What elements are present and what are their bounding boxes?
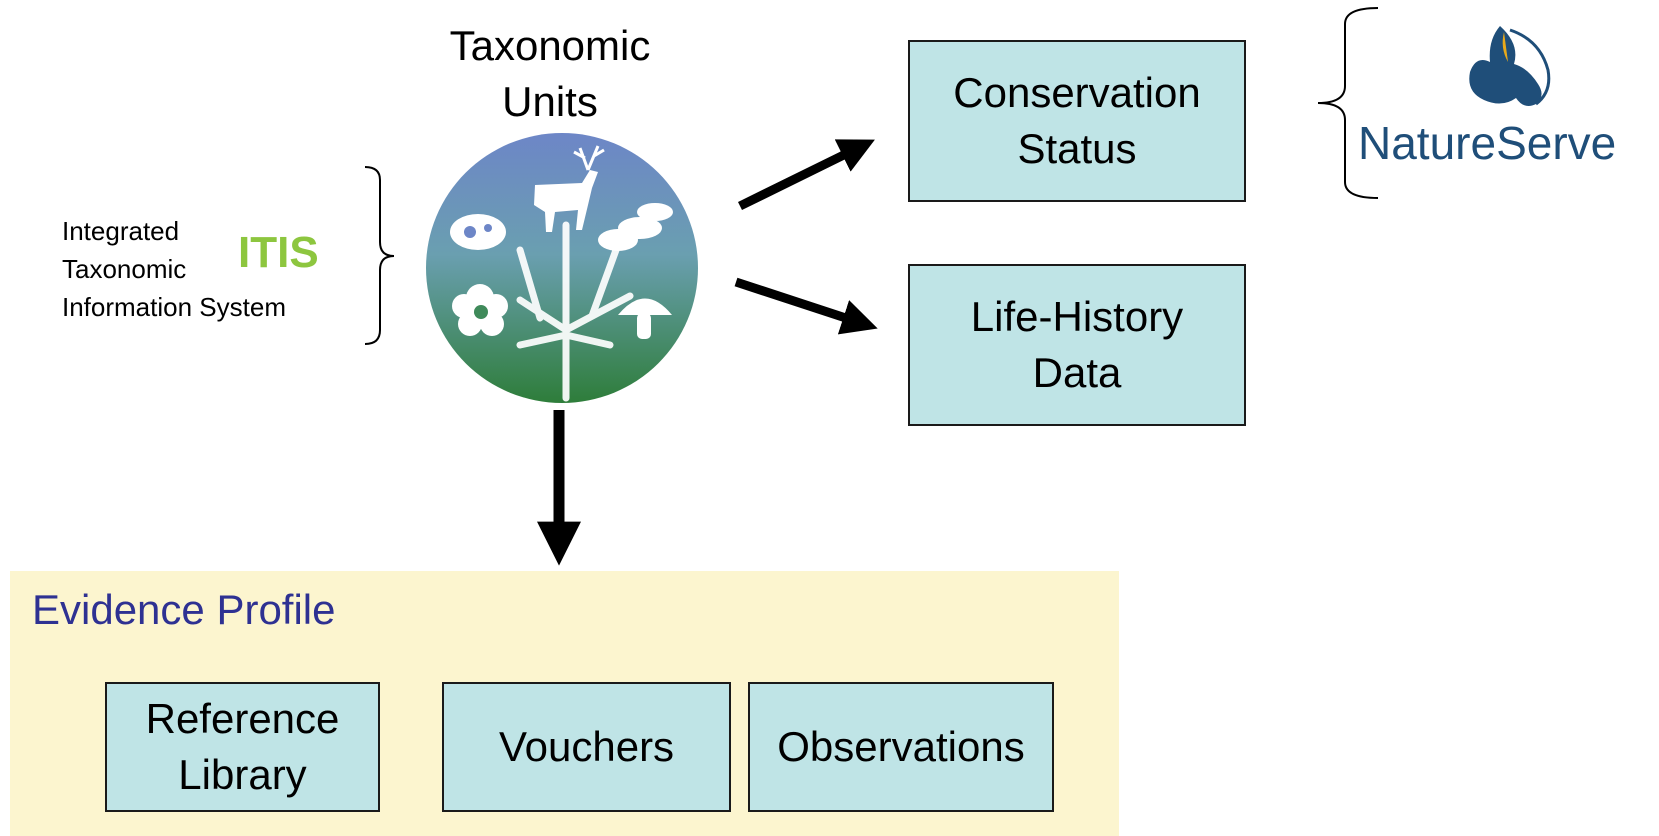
arrow-to-life-history [734,277,878,335]
itis-brace [364,166,395,345]
reference-library-box: Reference Library [105,682,380,812]
arrow-to-conservation [738,139,875,211]
observations-box: Observations [748,682,1054,812]
natureserve-logo-text: NatureServe [1358,117,1617,169]
vouchers-box: Vouchers [442,682,731,812]
taxonomic-emblem [426,133,698,403]
itis-acronym: ITIS [238,228,319,277]
life-history-data-box: Life-History Data [908,264,1246,426]
natureserve-butterfly-icon [1469,26,1551,106]
natureserve-brace [1317,7,1379,199]
itis-description: Integrated Taxonomic Information System [62,216,286,322]
conservation-status-box: Conservation Status [908,40,1246,202]
taxonomic-units-title: Taxonomic Units [449,22,651,125]
evidence-profile-title: Evidence Profile [32,586,336,633]
